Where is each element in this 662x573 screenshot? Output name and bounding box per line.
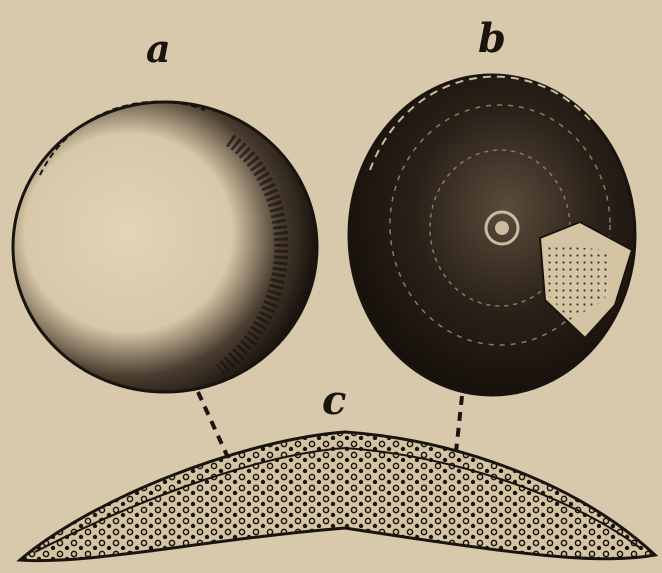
sphere-b — [349, 75, 635, 395]
label-a: a — [146, 26, 171, 71]
leader-line-a — [198, 392, 230, 462]
leader-line-b — [456, 396, 462, 452]
sphere-a — [13, 102, 317, 392]
section-c — [20, 432, 655, 561]
label-b: b — [478, 15, 506, 62]
label-c: c — [322, 377, 346, 424]
